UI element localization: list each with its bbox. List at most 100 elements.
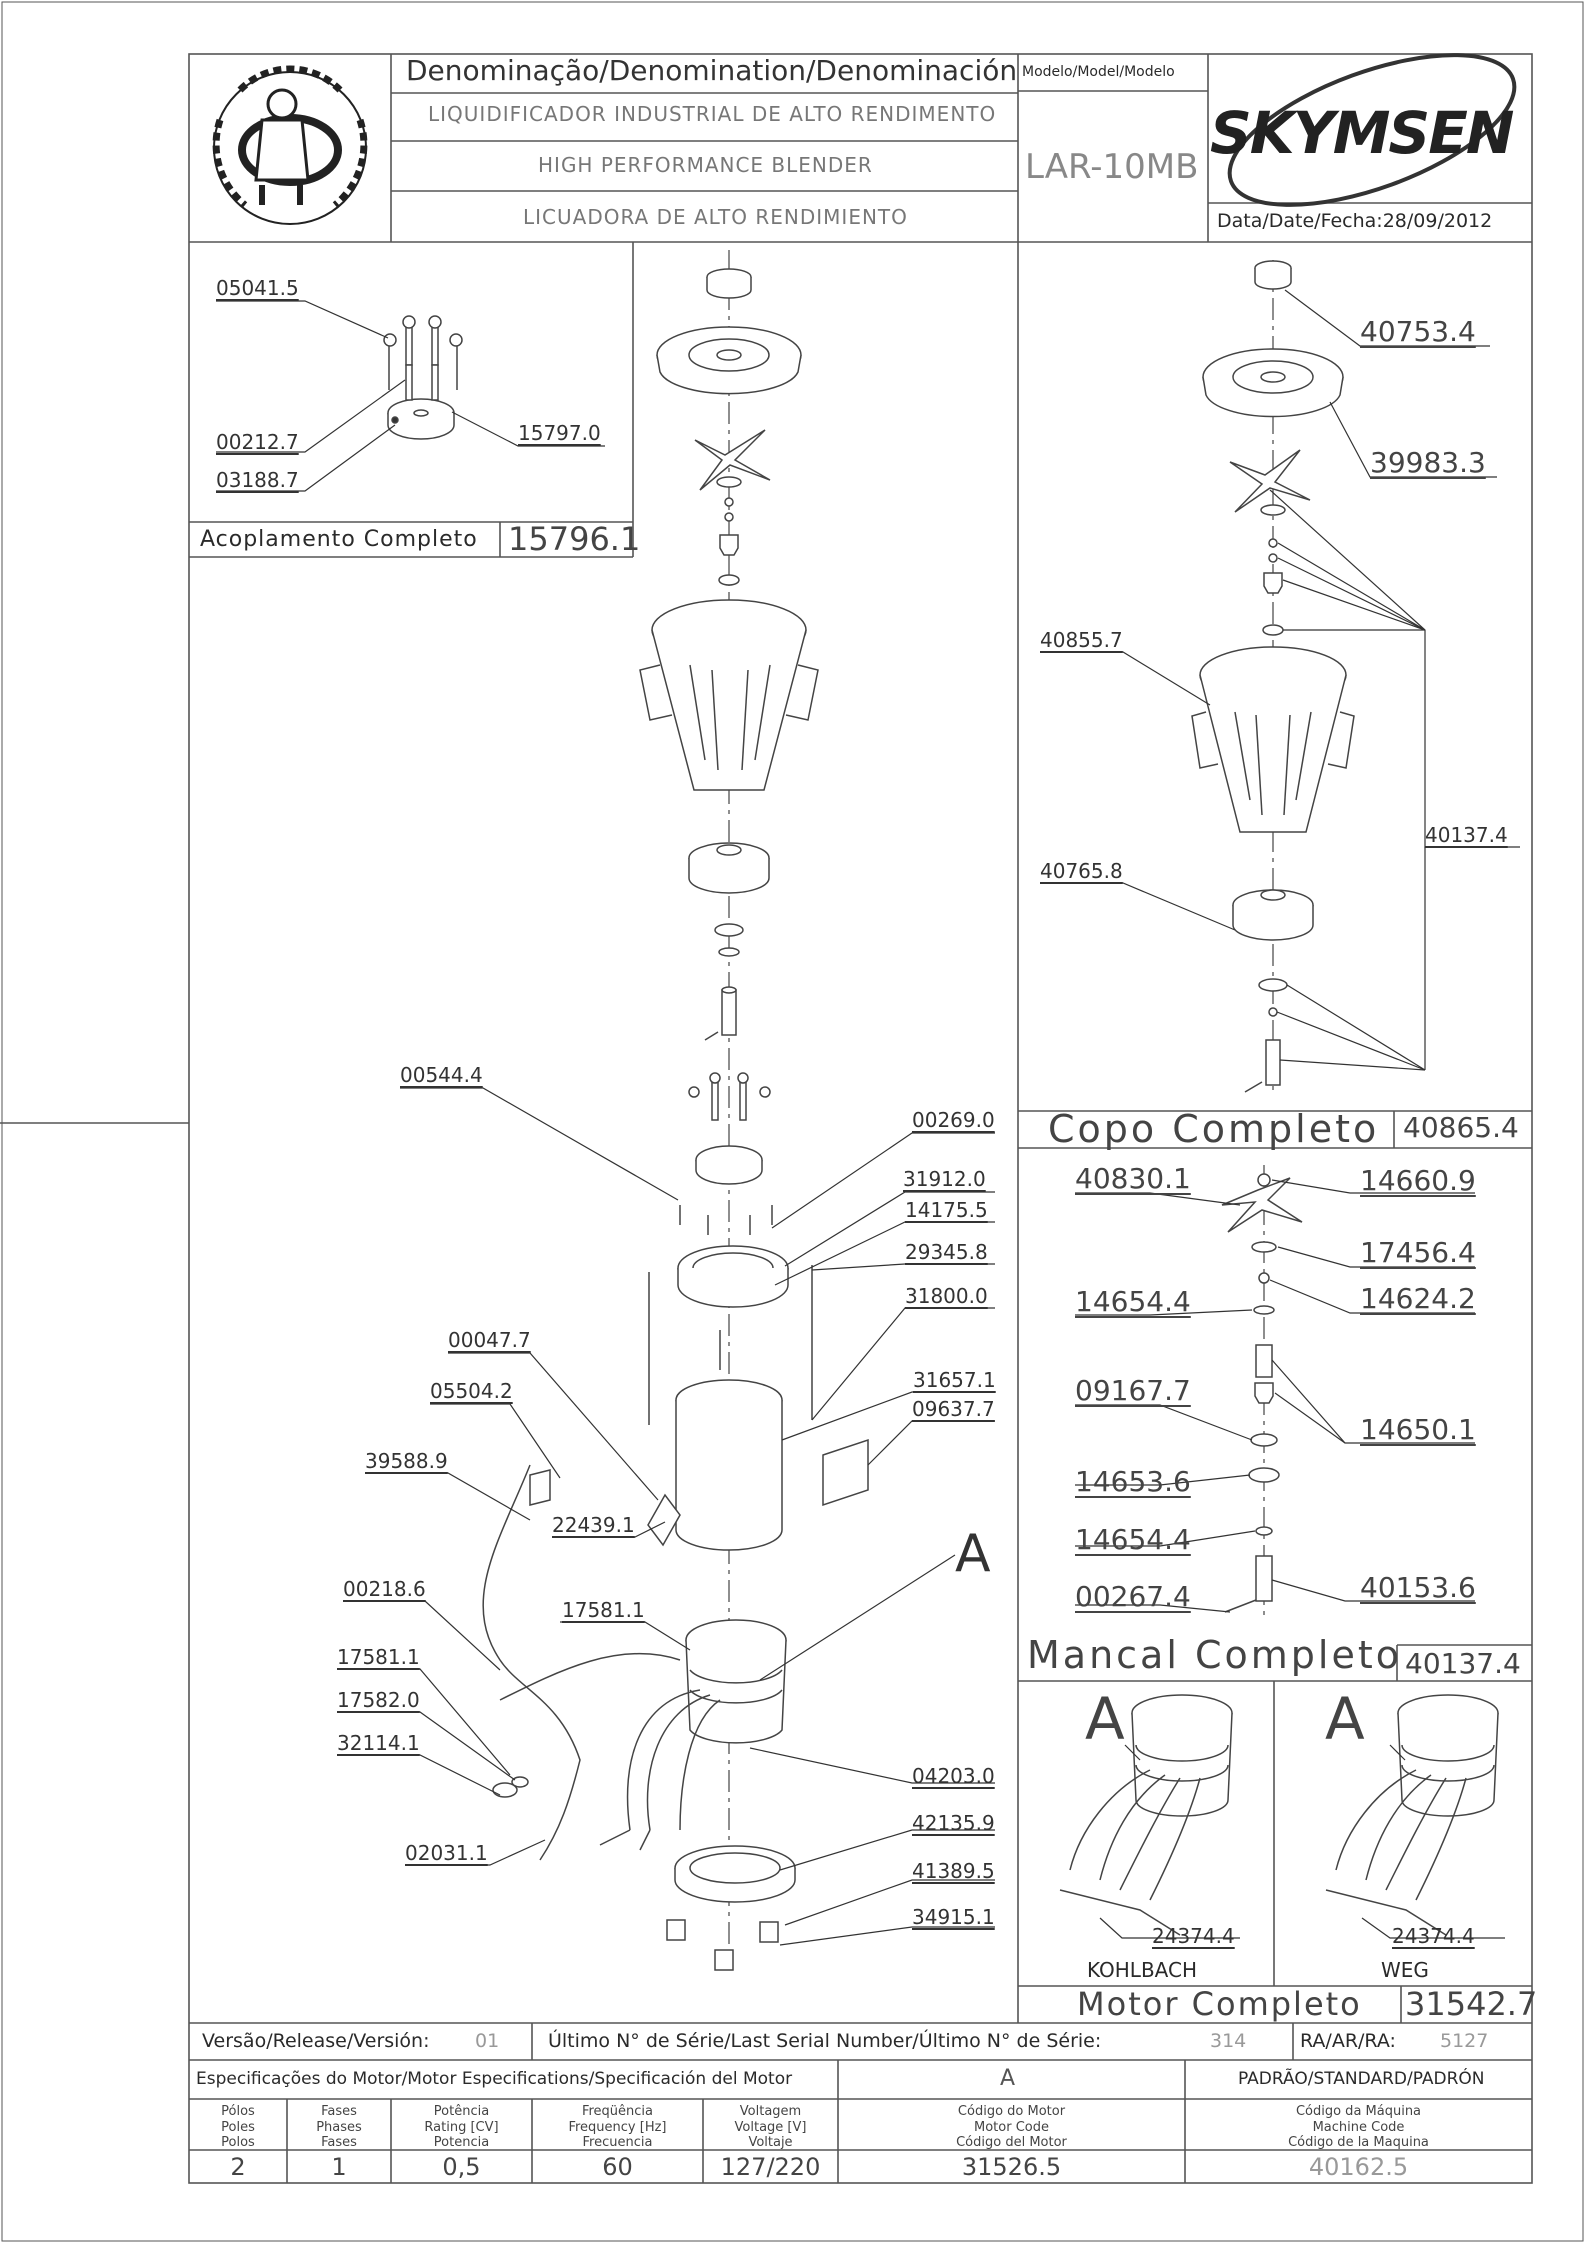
coupling-title: Acoplamento Completo (200, 527, 478, 552)
part-number: 34915.1 (912, 1905, 995, 1929)
part-number: 04203.0 (912, 1764, 995, 1788)
product-name-pt: LIQUIDIFICADOR INDUSTRIAL DE ALTO RENDIM… (428, 102, 997, 126)
part-number: 39588.9 (365, 1449, 448, 1473)
ra-value: 5127 (1440, 2030, 1489, 2052)
motor-kohlbach-drawing (1059, 1694, 1233, 1936)
assistance-seal-icon (212, 65, 368, 225)
spec-value-phases: 1 (331, 2153, 347, 2181)
bearing-code: 40137.4 (1405, 1647, 1521, 1680)
spec-value-rating: 0,5 (442, 2153, 481, 2181)
motor-code: 31542.7 (1405, 1985, 1538, 2023)
brand-logo: SKYMSEN (1210, 99, 1514, 167)
motor-title: Motor Completo (1077, 1985, 1362, 2023)
coupling-drawing (383, 315, 463, 440)
bearing-drawing (1221, 1165, 1303, 1620)
part-number: 39983.3 (1370, 446, 1486, 479)
part-number: 40153.6 (1360, 1571, 1476, 1604)
part-number: 42135.9 (912, 1811, 995, 1835)
part-number: 00544.4 (400, 1063, 483, 1087)
part-number: 02031.1 (405, 1841, 488, 1865)
part-number: 15797.0 (518, 421, 601, 445)
product-name-es: LICUADORA DE ALTO RENDIMIENTO (523, 205, 908, 229)
cup-code: 40865.4 (1403, 1111, 1519, 1144)
main-drawing (482, 250, 869, 1971)
part-number: 40765.8 (1040, 859, 1123, 883)
part-number: 24374.4 (1392, 1924, 1475, 1948)
part-number: 14624.2 (1360, 1282, 1476, 1315)
part-number: 14660.9 (1360, 1164, 1476, 1197)
part-number: 00218.6 (343, 1577, 426, 1601)
callout-letter: A (955, 1524, 991, 1584)
part-number: 09637.7 (912, 1397, 995, 1421)
spec-value-machine-code: 40162.5 (1308, 2153, 1409, 2181)
motor-letter-right: A (1325, 1685, 1365, 1753)
part-number: 00269.0 (912, 1108, 995, 1132)
part-number: 22439.1 (552, 1513, 635, 1537)
coupling-code: 15796.1 (508, 520, 641, 558)
version-value: 01 (475, 2030, 500, 2052)
part-number: 03188.7 (216, 468, 299, 492)
part-number: 14175.5 (905, 1198, 988, 1222)
motor-weg-drawing (1325, 1694, 1499, 1936)
date-value: 28/09/2012 (1382, 210, 1493, 232)
part-number: 05041.5 (216, 276, 299, 300)
brand-swoosh-icon (1227, 53, 1517, 207)
denomination-label: Denominação/Denomination/Denominación (406, 54, 1018, 87)
part-number: 40855.7 (1040, 628, 1123, 652)
part-number: 14650.1 (1360, 1413, 1476, 1446)
part-number: 17456.4 (1360, 1236, 1476, 1269)
spec-standard: PADRÃO/STANDARD/PADRÓN (1238, 2069, 1485, 2089)
spec-motor-letter: A (1000, 2066, 1016, 2091)
ra-label: RA/AR/RA: (1300, 2030, 1396, 2052)
part-number: 29345.8 (905, 1240, 988, 1264)
part-number: 17581.1 (337, 1645, 420, 1669)
main-leaders (337, 1087, 995, 1946)
part-number: 00047.7 (448, 1328, 531, 1352)
model-label: Modelo/Model/Modelo (1022, 64, 1175, 80)
part-number: 41389.5 (912, 1859, 995, 1883)
part-number: 14654.4 (1075, 1523, 1191, 1556)
part-number: 32114.1 (337, 1731, 420, 1755)
motor-leaders (1099, 1744, 1505, 1939)
part-number: 31800.0 (905, 1284, 988, 1308)
serial-label: Último N° de Série/Last Serial Number/Úl… (548, 2030, 1102, 2052)
part-number: 24374.4 (1152, 1924, 1235, 1948)
date-label: Data/Date/Fecha:28/09/2012 (1217, 210, 1493, 232)
model-value: LAR-10MB (1025, 147, 1199, 187)
cup-leaders (1040, 289, 1520, 1071)
part-number: 09167.7 (1075, 1374, 1191, 1407)
spec-title: Especificações do Motor/Motor Especifica… (196, 2069, 793, 2089)
part-number: 17582.0 (337, 1688, 420, 1712)
coupling-leaders (216, 300, 605, 492)
part-number: 40137.4 (1425, 823, 1508, 847)
cup-title: Copo Completo (1048, 1107, 1380, 1151)
part-number: 31657.1 (913, 1368, 996, 1392)
part-number: 00267.4 (1075, 1580, 1191, 1613)
motor-brand-weg: WEG (1381, 1958, 1429, 1982)
part-number: 05504.2 (430, 1379, 513, 1403)
part-number: 31912.0 (903, 1167, 986, 1191)
bearing-title: Mancal Completo (1027, 1633, 1402, 1677)
part-number: 40830.1 (1075, 1162, 1191, 1195)
spec-value-voltage: 127/220 (720, 2153, 821, 2181)
part-number: 00212.7 (216, 430, 299, 454)
part-number: 14654.4 (1075, 1285, 1191, 1318)
part-number: 40753.4 (1360, 315, 1476, 348)
bearing-leaders (1075, 1179, 1475, 1613)
spec-value-poles: 2 (230, 2153, 246, 2181)
part-number: 17581.1 (562, 1598, 645, 1622)
product-name-en: HIGH PERFORMANCE BLENDER (538, 153, 873, 177)
serial-value: 314 (1210, 2030, 1247, 2052)
part-number: 14653.6 (1075, 1465, 1191, 1498)
version-label: Versão/Release/Versión: (202, 2030, 430, 2052)
spec-value-frequency: 60 (602, 2153, 633, 2181)
motor-brand-kohlbach: KOHLBACH (1087, 1958, 1197, 1982)
